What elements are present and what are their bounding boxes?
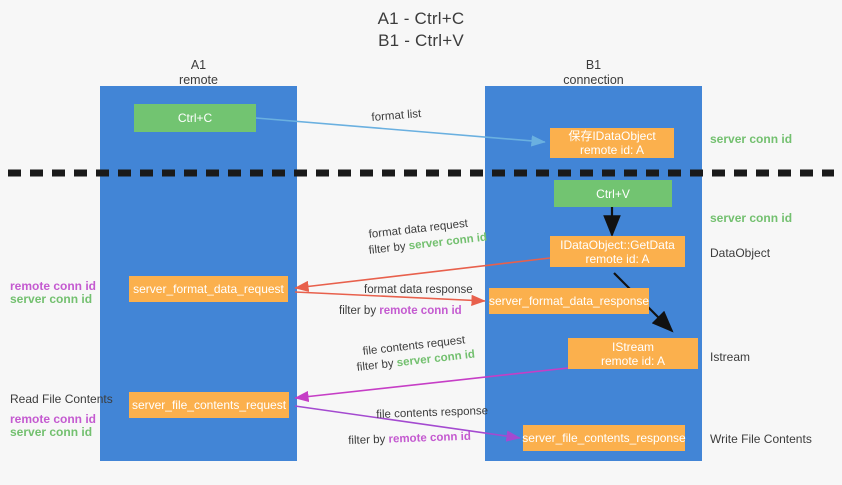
node-server-format-data-request-label: server_format_data_request bbox=[133, 282, 284, 296]
node-istream-sub: remote id: A bbox=[600, 353, 666, 368]
title-line-1: A1 - Ctrl+C bbox=[377, 9, 465, 28]
node-getdata-sub: remote id: A bbox=[585, 251, 650, 266]
label-server-conn-id-2: server conn id bbox=[10, 425, 93, 439]
label-dataobject: DataObject bbox=[710, 246, 771, 260]
lane-b1-sub: connection bbox=[563, 73, 624, 87]
edge-label-file-contents-response: file contents response bbox=[376, 405, 489, 421]
node-server-file-contents-response[interactable]: server_file_contents_response bbox=[522, 425, 686, 451]
label-read-file-contents: Read File Contents bbox=[10, 392, 113, 406]
filter-by-2-prefix: filter by bbox=[339, 305, 380, 317]
lane-b1-name: B1 bbox=[585, 58, 602, 72]
filter-by-3-prefix: filter by bbox=[356, 357, 398, 374]
node-server-file-contents-request[interactable]: server_file_contents_request bbox=[129, 392, 289, 418]
node-istream-label: IStream bbox=[611, 339, 654, 354]
filter-by-1-prefix: filter by bbox=[368, 240, 410, 257]
lane-header-b1: B1 connection bbox=[485, 58, 702, 88]
edge-label-filter-by-4: filter by remote conn id bbox=[348, 430, 471, 449]
filter-by-4-value: remote conn id bbox=[388, 430, 472, 446]
lane-header-a1: A1 remote bbox=[100, 58, 297, 88]
title-line-2: B1 - Ctrl+V bbox=[378, 31, 464, 50]
label-write-file-contents: Write File Contents bbox=[710, 432, 812, 446]
diagram-title: A1 - Ctrl+C B1 - Ctrl+V bbox=[0, 8, 842, 52]
node-ctrl-v[interactable]: Ctrl+V bbox=[554, 180, 672, 207]
label-istream: Istream bbox=[710, 350, 751, 364]
label-remote-conn-id-2: remote conn id bbox=[10, 412, 97, 426]
label-server-conn-id-mid: server conn id bbox=[710, 211, 793, 225]
node-save-idataobject[interactable]: 保存IDataObject remote id: A bbox=[550, 128, 674, 158]
node-server-format-data-request[interactable]: server_format_data_request bbox=[129, 276, 288, 302]
edge-label-format-list: format list bbox=[371, 108, 422, 124]
node-server-file-contents-response-label: server_file_contents_response bbox=[522, 431, 686, 445]
filter-by-2-value: remote conn id bbox=[379, 305, 462, 317]
edge-label-filter-by-2: filter by remote conn id bbox=[339, 304, 462, 319]
label-remote-conn-id-1: remote conn id bbox=[10, 279, 97, 293]
node-ctrl-c[interactable]: Ctrl+C bbox=[134, 104, 256, 132]
node-save-idataobject-label: 保存IDataObject bbox=[568, 129, 656, 143]
lane-a1-sub: remote bbox=[179, 73, 218, 87]
node-getdata-label: IDataObject::GetData bbox=[560, 237, 675, 252]
lane-a1-name: A1 bbox=[190, 58, 207, 72]
node-ctrl-c-label: Ctrl+C bbox=[177, 111, 213, 125]
node-ctrl-v-label: Ctrl+V bbox=[596, 186, 630, 201]
node-server-format-data-response-label: server_format_data_response bbox=[488, 294, 650, 308]
label-server-conn-id-top: server conn id bbox=[710, 132, 793, 146]
node-istream[interactable]: IStream remote id: A bbox=[568, 338, 698, 369]
node-server-format-data-response[interactable]: server_format_data_response bbox=[489, 288, 649, 314]
node-getdata[interactable]: IDataObject::GetData remote id: A bbox=[550, 236, 685, 267]
node-save-idataobject-sub: remote id: A bbox=[579, 143, 645, 157]
edge-label-format-data-response: format data response bbox=[364, 284, 473, 296]
filter-by-4-prefix: filter by bbox=[348, 433, 389, 447]
label-server-conn-id-1: server conn id bbox=[10, 292, 93, 306]
node-server-file-contents-request-label: server_file_contents_request bbox=[131, 398, 287, 412]
